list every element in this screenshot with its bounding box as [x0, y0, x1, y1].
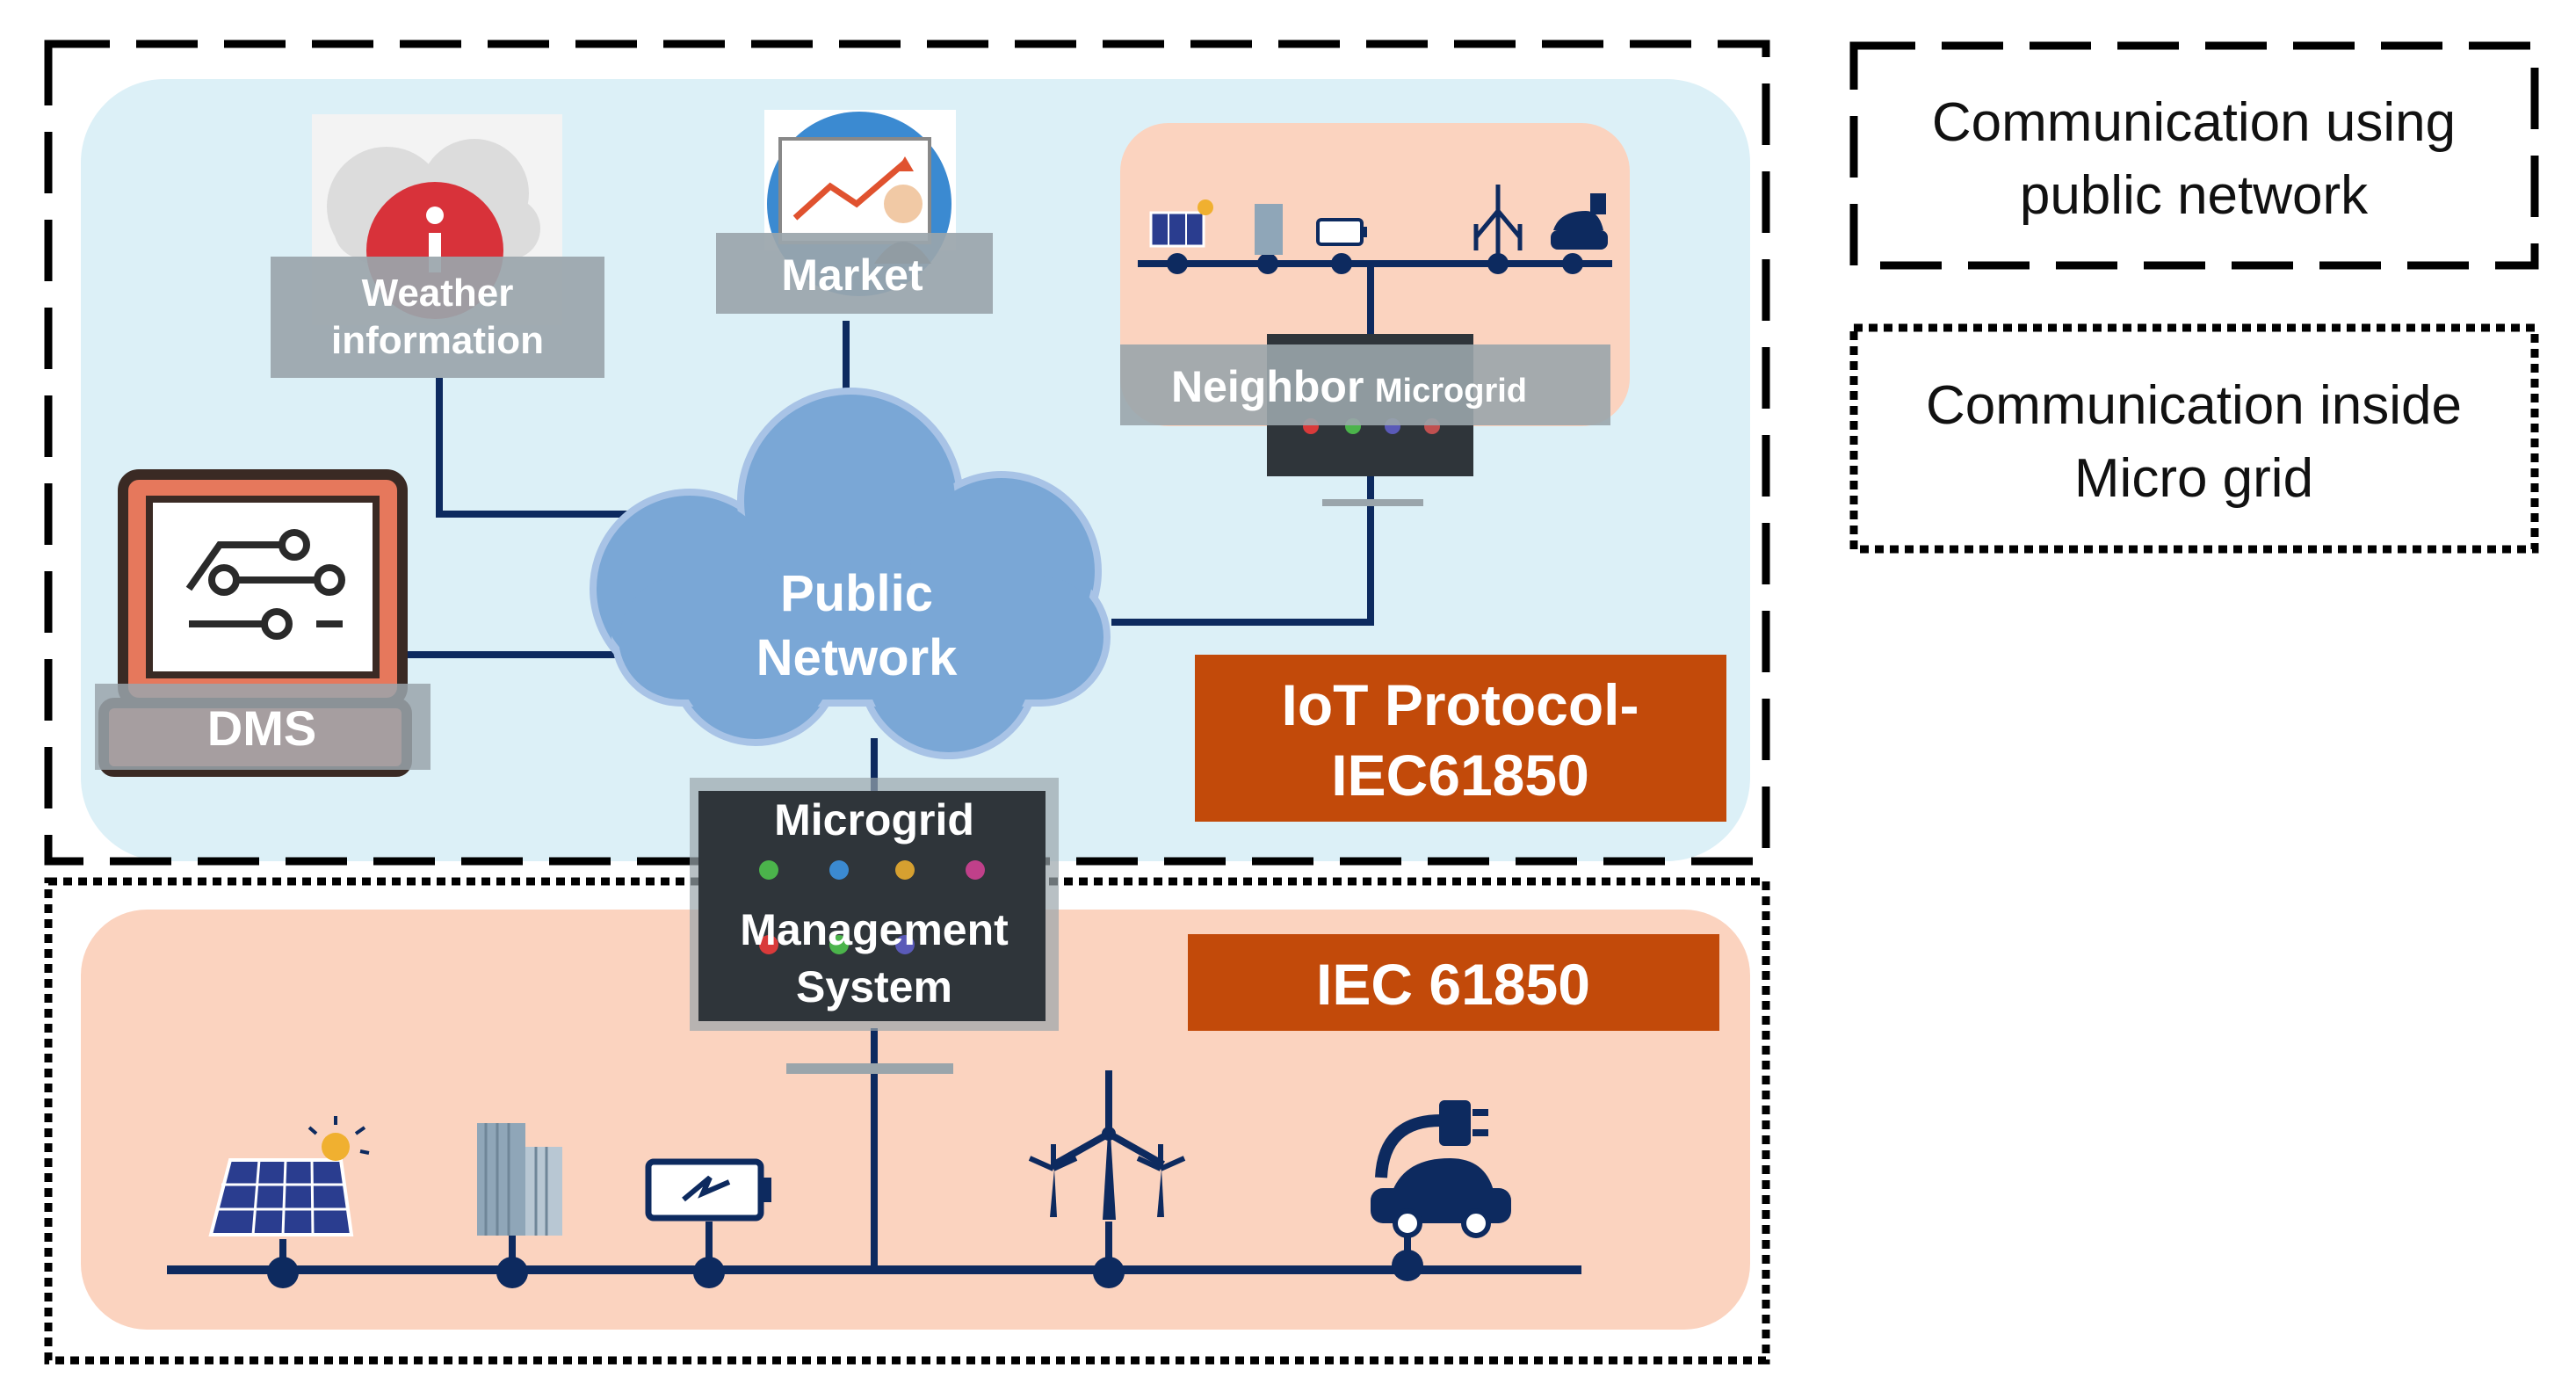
cloud-label-line1: Public	[780, 565, 933, 622]
battery-icon	[645, 1158, 771, 1222]
neighbor-microgrid-node: Neighbor Microgrid	[1120, 185, 1612, 506]
cloud-label-line2: Network	[756, 629, 959, 686]
mini-battery-icon	[1316, 218, 1367, 246]
legend-inside-line1: Communication inside	[1926, 375, 2462, 436]
iot-protocol-line1: IoT Protocol-	[1282, 672, 1639, 737]
legend-public-network: Communication using public network	[1849, 41, 2539, 270]
iec-61850-label: IEC 61850	[1316, 952, 1590, 1017]
neighbor-label-box	[1120, 344, 1610, 425]
weather-link	[436, 378, 677, 518]
neighbor-label-a: Neighbor	[1171, 362, 1364, 411]
iec-61850-box: IEC 61850	[1188, 934, 1719, 1031]
market-label-box	[716, 233, 993, 314]
legend-public-line2: public network	[2020, 165, 2369, 226]
weather-label-line1: Weather	[362, 272, 514, 315]
ev-charging-icon	[1371, 1100, 1511, 1238]
mgmt-label-line3: System	[796, 962, 952, 1011]
market-node: Market	[716, 110, 993, 314]
mini-building-icon	[1255, 204, 1283, 255]
dms-node: DMS	[95, 469, 431, 777]
neighbor-label-b: Microgrid	[1375, 373, 1527, 410]
mgmt-node: Microgrid Management System	[690, 778, 1059, 1074]
legend-inside-microgrid: Communication inside Micro grid	[1849, 323, 2539, 554]
solar-panel-icon	[208, 1116, 370, 1236]
iot-protocol-line2: IEC61850	[1331, 743, 1589, 808]
mgmt-label-line1: Microgrid	[774, 795, 974, 845]
weather-label-box	[271, 257, 604, 378]
mini-wind-turbine-icon	[1473, 185, 1523, 259]
mgmt-leds	[759, 860, 985, 954]
mini-ev-charging-icon	[1551, 193, 1608, 250]
weather-information-node: Weather information	[271, 114, 604, 378]
mgmt-label-line2: Management	[740, 905, 1009, 954]
public-network-cloud: Public Network	[590, 388, 1111, 759]
iot-protocol-box: IoT Protocol- IEC61850	[1195, 655, 1726, 822]
dms-label-box	[95, 684, 431, 770]
wind-turbine-icon	[1028, 1070, 1186, 1220]
weather-label-line2: information	[331, 319, 544, 362]
building-icon	[477, 1123, 562, 1236]
mini-solar-panel-icon	[1149, 199, 1213, 248]
legend-inside-line2: Micro grid	[2074, 448, 2313, 509]
mgmt-controller-icon	[698, 791, 1046, 1021]
neighbor-label: Neighbor Microgrid	[1171, 362, 1527, 411]
dms-label: DMS	[207, 700, 316, 756]
neighbor-link	[1111, 470, 1374, 626]
legend-public-line1: Communication using	[1932, 92, 2456, 153]
market-label: Market	[781, 250, 923, 300]
